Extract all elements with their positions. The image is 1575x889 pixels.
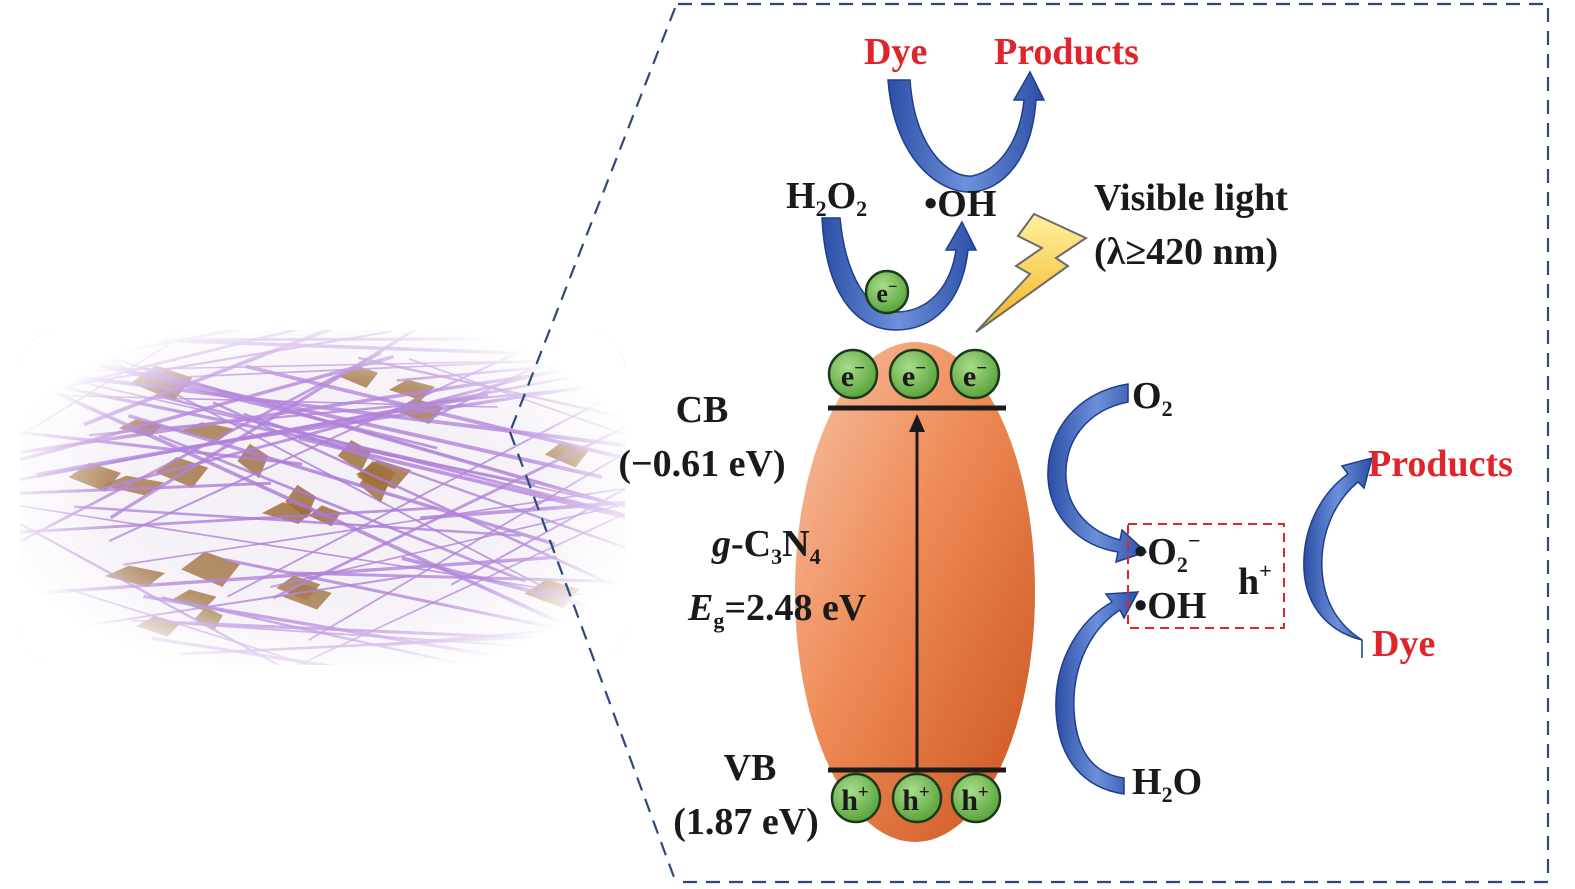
label-visible-light: Visible light xyxy=(1094,177,1288,219)
electron-cb-2: e− xyxy=(888,348,940,400)
label-wavelength: (λ≥420 nm) xyxy=(1094,231,1278,273)
label-band-gap: Eg=2.48 eV xyxy=(687,587,867,633)
label-dye-right: Dye xyxy=(1372,623,1435,665)
label-catalyst: g-C3N4 xyxy=(711,523,821,569)
label-vb-energy: (1.87 eV) xyxy=(673,801,819,843)
svg-text:h+: h+ xyxy=(961,782,989,817)
svg-text:e−: e− xyxy=(902,358,926,393)
label-cb-energy: (−0.61 eV) xyxy=(618,443,785,485)
excitation-arrow xyxy=(909,414,925,770)
zoom-frame xyxy=(508,2,1550,884)
label-superoxide: •O2− xyxy=(1134,528,1200,577)
svg-text:e−: e− xyxy=(876,277,897,308)
label-oh-right: •OH xyxy=(1134,585,1206,627)
nanofiber-membrane-image xyxy=(20,330,625,665)
label-cb: CB xyxy=(676,389,729,431)
arrow-h2o-to-oh xyxy=(1055,591,1140,795)
label-h2o: H2O xyxy=(1132,761,1202,807)
label-products-right: Products xyxy=(1368,443,1513,485)
hole-vb-3: h+ xyxy=(950,772,1002,824)
arrow-dye-to-products-top xyxy=(887,70,1046,193)
svg-text:h+: h+ xyxy=(902,782,930,817)
gc3n4-particle xyxy=(795,342,1035,842)
radical-species-box xyxy=(1127,523,1285,629)
blue-arrows xyxy=(821,70,1374,795)
electron-top: e− xyxy=(864,269,910,315)
svg-text:h+: h+ xyxy=(841,782,869,817)
arrow-dye-to-products-right xyxy=(1303,456,1374,658)
label-oh-top: •OH xyxy=(924,183,996,225)
label-vb: VB xyxy=(724,747,777,789)
svg-text:e−: e− xyxy=(963,358,987,393)
label-products-top: Products xyxy=(994,31,1139,73)
hole-vb-2: h+ xyxy=(891,772,943,824)
label-dye-top: Dye xyxy=(864,31,927,73)
svg-text:e−: e− xyxy=(841,358,865,393)
label-h2o2: H2O2 xyxy=(786,175,867,221)
label-hole-right: h+ xyxy=(1238,558,1272,603)
electron-cb-3: e− xyxy=(949,348,1001,400)
lightning-bolt-icon xyxy=(975,212,1089,333)
charge-carriers: e− e− e− e− h+ h+ h+ xyxy=(827,269,1002,824)
electron-cb-1: e− xyxy=(827,348,879,400)
hole-vb-1: h+ xyxy=(830,772,882,824)
arrow-o2-to-superoxide xyxy=(1047,383,1148,564)
label-o2: O2 xyxy=(1132,375,1173,421)
